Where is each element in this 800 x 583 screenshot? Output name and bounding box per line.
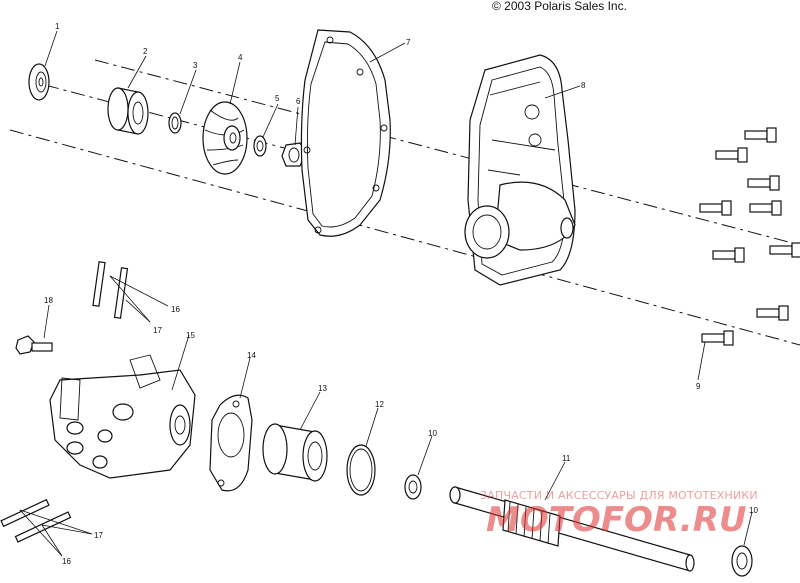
callout-16-a: 16: [171, 305, 180, 314]
callout-4: 4: [238, 53, 243, 62]
leader-lines: [19, 30, 753, 557]
part-10-washer-a: [404, 474, 422, 500]
callout-13: 13: [318, 384, 327, 393]
part-5-washer: [253, 135, 267, 157]
callout-12: 12: [375, 400, 384, 409]
watermark-text: ЗАПЧАСТИ И АКСЕССУАРЫ ДЛЯ МОТОТЕХНИКИ: [480, 489, 758, 502]
part-12-o-ring: [346, 444, 376, 496]
part-15-oil-pump: [49, 354, 196, 479]
callout-14: 14: [247, 351, 256, 360]
callout-2: 2: [143, 47, 148, 56]
part-16-17-pins-lower: [0, 498, 72, 543]
callout-11: 11: [562, 454, 571, 463]
callout-17-b: 17: [94, 531, 103, 540]
part-13-sleeve: [262, 423, 328, 482]
callout-7: 7: [406, 38, 411, 47]
callout-5: 5: [275, 94, 280, 103]
part-7-gasket: [300, 29, 391, 237]
part-14-gasket: [209, 394, 253, 492]
centerlines: [9, 59, 800, 346]
part-3-washer: [168, 112, 182, 134]
callout-15: 15: [186, 331, 195, 340]
watermark-logo: MOTOFOR.RU: [486, 500, 747, 540]
callout-3: 3: [193, 61, 198, 70]
callout-17-a: 17: [153, 326, 162, 335]
callout-1: 1: [55, 22, 60, 31]
callout-9: 9: [696, 382, 701, 391]
callout-8: 8: [581, 81, 586, 90]
copyright-notice: © 2003 Polaris Sales Inc.: [492, 0, 627, 13]
part-2-bearing: [107, 87, 149, 135]
callout-10-a: 10: [428, 429, 437, 438]
part-16-17-pins-upper: [92, 261, 129, 319]
part-1-seal: [28, 63, 50, 101]
callout-labels: 1 2 3 4 5 6 7 8 9 10 10 11 12 13 14 15 1…: [44, 22, 758, 566]
part-8-housing-cover: [464, 54, 576, 286]
callout-6: 6: [296, 97, 301, 106]
part-18-bolt: [15, 335, 53, 355]
part-6-nut: [281, 142, 307, 167]
callout-10-b: 10: [749, 506, 758, 515]
callout-16-b: 16: [62, 557, 71, 566]
part-9-bolts: [699, 127, 800, 346]
part-10-washer-b: [731, 545, 753, 577]
part-11-shaft: [449, 486, 695, 572]
part-4-impeller: [202, 101, 248, 175]
callout-18: 18: [44, 296, 53, 305]
